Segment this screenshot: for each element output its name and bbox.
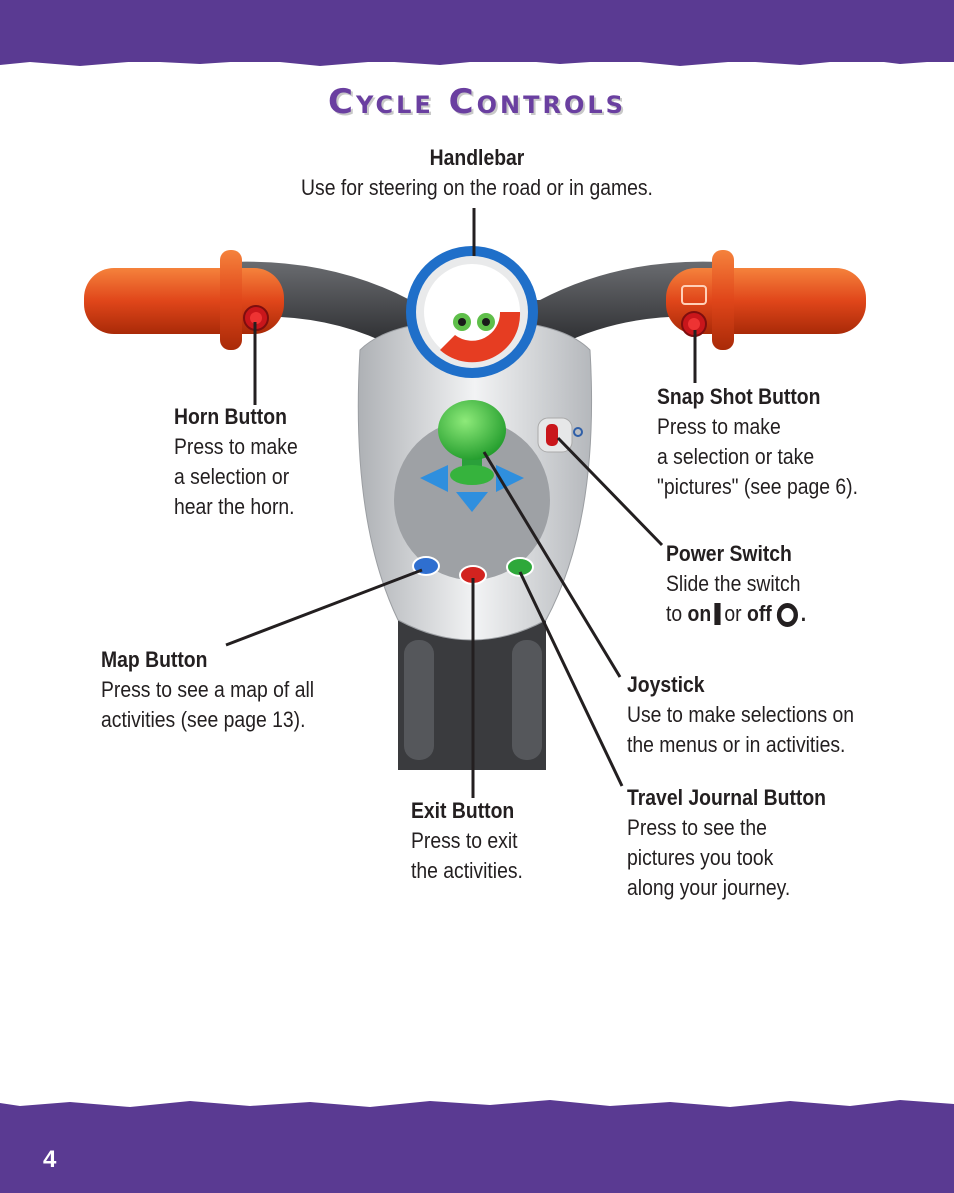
exit-heading: Exit Button xyxy=(411,798,515,823)
exit-description: Press to exit the activities. xyxy=(411,828,523,883)
handlebar-description: Use for steering on the road or in games… xyxy=(301,175,653,200)
left-grip xyxy=(84,250,284,350)
power-or: or xyxy=(724,601,742,626)
journal-callout: Travel Journal Button Press to see the p… xyxy=(627,783,826,903)
on-symbol-icon xyxy=(714,603,721,625)
leader-lines xyxy=(225,208,697,798)
power-off-label: off xyxy=(747,601,772,626)
snapshot-callout: Snap Shot Button Press to make a selecti… xyxy=(657,382,858,502)
exit-callout: Exit Button Press to exit the activities… xyxy=(411,796,523,886)
off-symbol-icon xyxy=(777,603,799,627)
power-end: . xyxy=(800,601,807,626)
page-number: 4 xyxy=(43,1146,57,1173)
power-line1: Slide the switch xyxy=(666,571,801,596)
snap-shot-button[interactable] xyxy=(688,318,700,330)
journal-heading: Travel Journal Button xyxy=(627,785,827,810)
handlebar-callout: Handlebar Use for steering on the road o… xyxy=(288,143,666,203)
speedometer-gauge xyxy=(406,246,538,378)
power-on-label: on xyxy=(687,601,712,626)
map-heading: Map Button xyxy=(101,647,208,672)
joystick-heading: Joystick xyxy=(627,672,705,697)
page-title: Cycle Controls xyxy=(328,82,626,122)
snapshot-description: Press to make a selection or take "pictu… xyxy=(657,414,858,499)
horn-description: Press to make a selection or hear the ho… xyxy=(174,434,298,519)
top-band xyxy=(0,0,954,62)
horn-heading: Horn Button xyxy=(174,404,287,429)
arrow-down-icon xyxy=(456,492,488,512)
travel-journal-button[interactable] xyxy=(506,557,534,577)
top-band-torn-edge xyxy=(0,52,954,66)
bottom-band xyxy=(0,1110,954,1193)
joystick-callout: Joystick Use to make selections on the m… xyxy=(627,670,854,760)
map-callout: Map Button Press to see a map of all act… xyxy=(101,645,314,735)
right-grip xyxy=(666,250,866,350)
horn-callout: Horn Button Press to make a selection or… xyxy=(174,402,298,522)
joystick[interactable] xyxy=(438,400,506,485)
joystick-description: Use to make selections on the menus or i… xyxy=(627,702,855,757)
camera-icon xyxy=(681,285,707,305)
bottom-band-torn-edge xyxy=(0,1100,954,1116)
arrow-left-icon xyxy=(420,465,448,492)
power-heading: Power Switch xyxy=(666,541,792,566)
map-description: Press to see a map of all activities (se… xyxy=(101,677,315,732)
power-to: to xyxy=(666,601,683,626)
handlebar-heading: Handlebar xyxy=(429,145,525,170)
horn-button[interactable] xyxy=(250,312,262,324)
journal-description: Press to see the pictures you took along… xyxy=(627,815,791,900)
snapshot-heading: Snap Shot Button xyxy=(657,384,821,409)
